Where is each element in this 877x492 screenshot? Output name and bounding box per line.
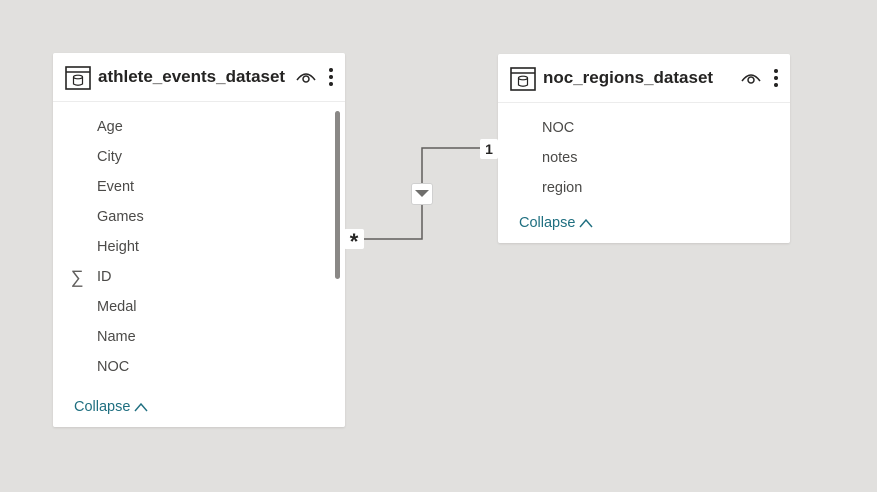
table-title: athlete_events_dataset [98, 67, 286, 86]
filter-direction-icon [415, 190, 429, 197]
field-games[interactable]: Games [97, 209, 144, 225]
field-height[interactable]: Height [97, 239, 139, 255]
more-options-icon[interactable] [770, 67, 782, 89]
field-notes[interactable]: notes [542, 150, 578, 166]
table-icon [65, 66, 91, 90]
field-age[interactable]: Age [97, 119, 123, 135]
eye-icon[interactable] [740, 70, 762, 86]
cardinality-many-badge: * [344, 229, 364, 254]
table-title: noc_regions_dataset [543, 68, 714, 87]
field-event[interactable]: Event [97, 179, 135, 195]
table-card-noc-regions[interactable]: noc_regions_dataset NOC notes region Col… [498, 54, 790, 243]
table-icon [510, 67, 536, 91]
more-options-icon[interactable] [325, 66, 337, 88]
field-medal[interactable]: Medal [97, 299, 137, 315]
chevron-up-icon [134, 403, 148, 412]
collapse-label: Collapse [519, 215, 576, 231]
field-id[interactable]: ID [97, 269, 112, 285]
table-card-header[interactable]: noc_regions_dataset [498, 54, 790, 103]
sigma-icon: ∑ [70, 267, 84, 287]
field-name[interactable]: Name [97, 329, 136, 345]
table-card-header[interactable]: athlete_events_dataset [53, 53, 345, 102]
collapse-label: Collapse [74, 399, 131, 415]
table-card-athlete-events[interactable]: athlete_events_dataset Age City Event Ga… [53, 53, 345, 427]
field-city[interactable]: City [97, 149, 122, 165]
cardinality-one-badge: 1 [480, 139, 498, 159]
field-region[interactable]: region [542, 180, 583, 196]
collapse-button[interactable]: Collapse [74, 399, 148, 415]
filter-direction-marker[interactable] [411, 183, 433, 205]
collapse-button[interactable]: Collapse [519, 215, 593, 231]
field-noc[interactable]: NOC [97, 359, 130, 375]
field-noc[interactable]: NOC [542, 120, 575, 136]
field-list-scrollbar[interactable] [335, 111, 340, 279]
chevron-up-icon [579, 219, 593, 228]
eye-icon[interactable] [295, 69, 317, 85]
